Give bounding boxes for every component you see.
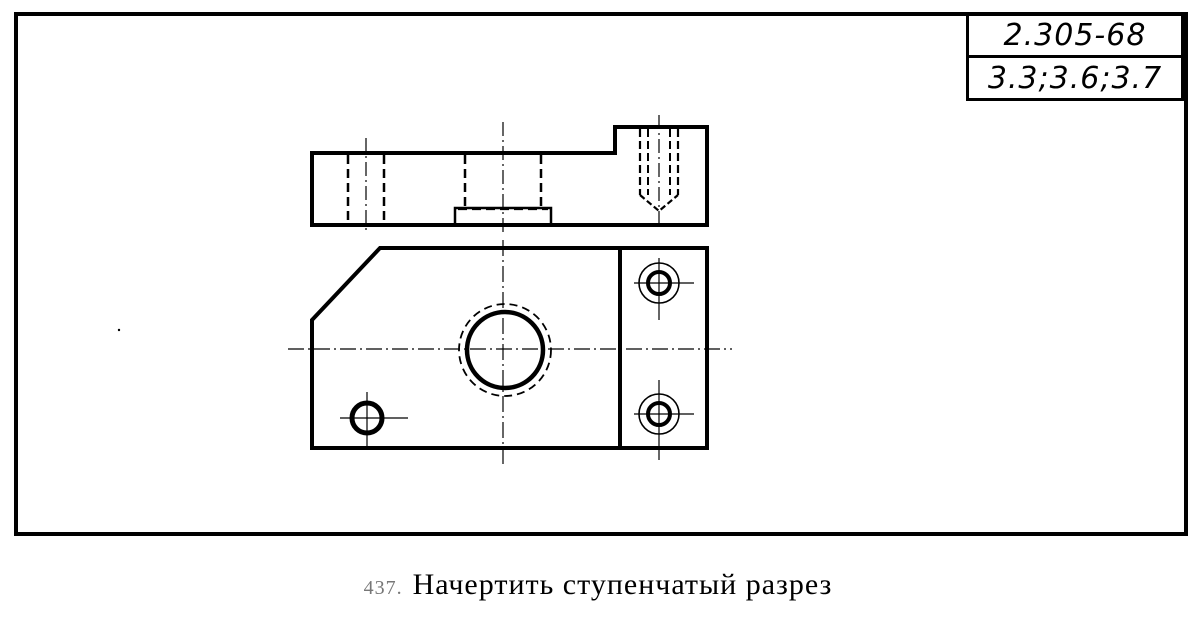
- paragraph-refs-cell: 3.3;3.6;3.7: [966, 55, 1184, 101]
- paragraph-refs: 3.3;3.6;3.7: [987, 60, 1163, 96]
- exercise-number: 437.: [363, 577, 403, 599]
- plan-view: [288, 240, 732, 466]
- caption-text: Начертить ступенчатый разрез: [412, 568, 833, 601]
- drawing-frame: [14, 12, 1188, 536]
- caption: 437. Начертить ступенчатый разрез: [0, 568, 1196, 602]
- speck: [117, 328, 121, 332]
- standard-number: 2.305-68: [1003, 17, 1147, 53]
- counterbore-hidden-circle: [458, 303, 552, 397]
- top-view: [310, 115, 709, 232]
- top-view-outline: [310, 125, 709, 227]
- plan-view-outline: [310, 246, 709, 450]
- center-hole-circle: [464, 309, 546, 391]
- drill-point-hidden-line: [639, 194, 679, 213]
